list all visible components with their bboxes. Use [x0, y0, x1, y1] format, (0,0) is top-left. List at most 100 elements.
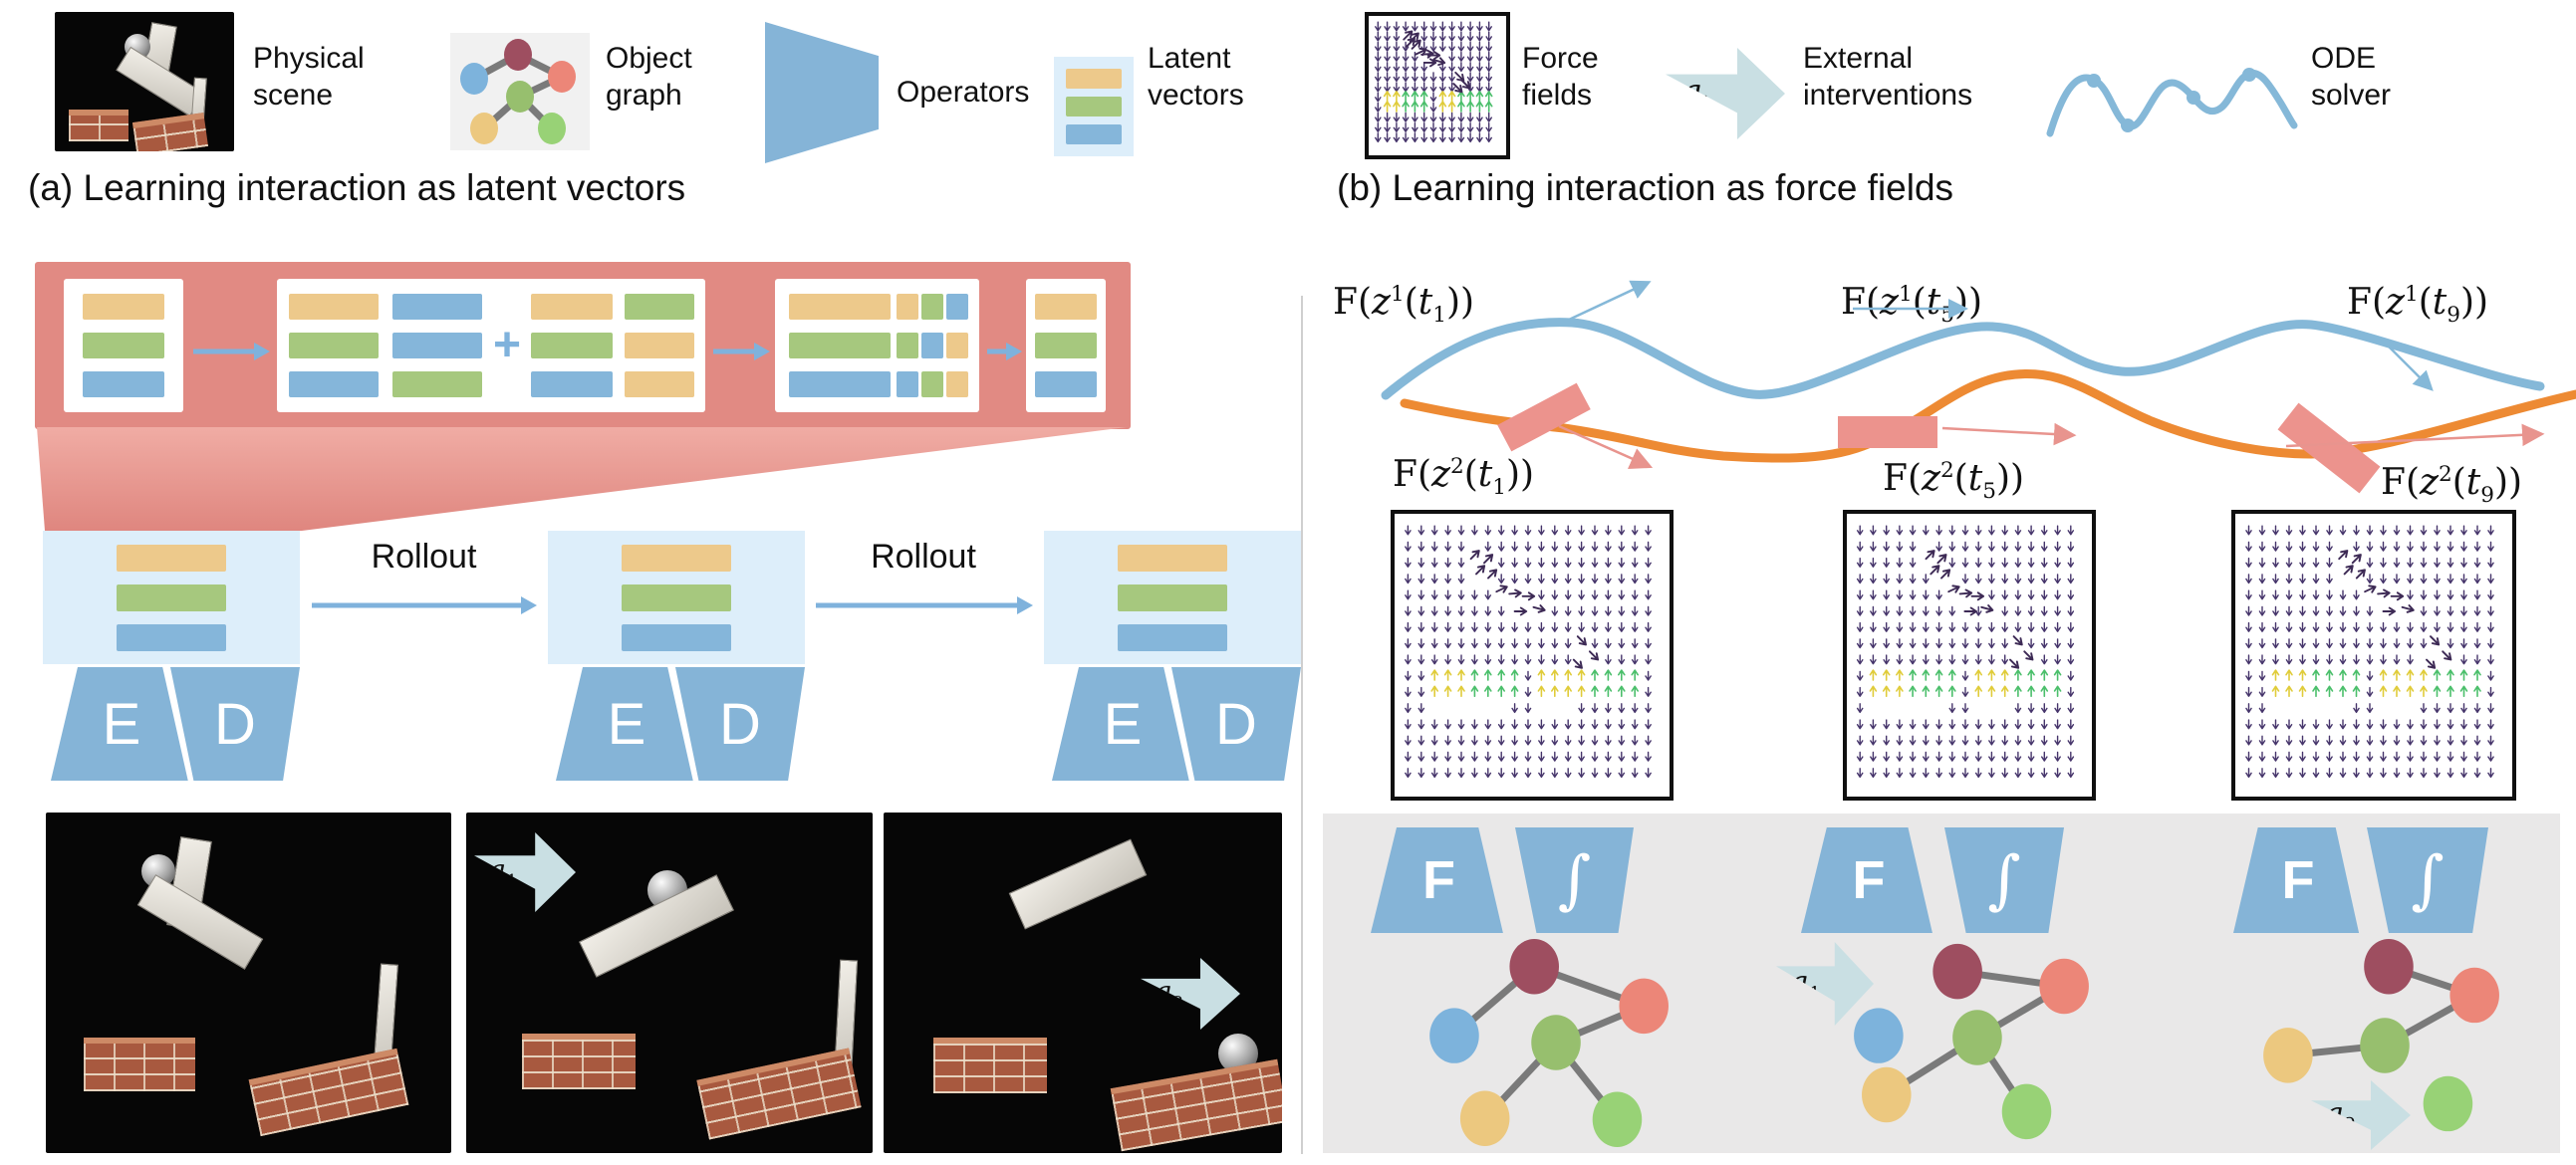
- latent-cell-orange: [946, 333, 968, 358]
- legend-force-fields-label: Force fields: [1522, 42, 1599, 112]
- force-arrow-z2-t5: [1941, 422, 2077, 446]
- integral-symbol: ∫: [1987, 843, 2021, 917]
- encoder-label: E: [1103, 691, 1143, 757]
- arrow-right-icon: [191, 340, 271, 363]
- legend-force-fields-thumbnail: [1365, 12, 1510, 159]
- brick-block: [248, 1048, 409, 1137]
- force-label-z1-t1: F(z1(t1)): [1333, 282, 1475, 329]
- latent-bar-blue: [1118, 623, 1227, 651]
- brick-block: [1110, 1058, 1282, 1152]
- latent-cell-orange: [946, 371, 968, 397]
- latent-bar-orange: [531, 294, 614, 320]
- latent-bar-blue: [83, 371, 164, 397]
- intervention-symbol: ai: [1681, 72, 1709, 116]
- force-label-z2-t1: F(z2(t1)): [1393, 454, 1535, 501]
- latent-card-2: +: [277, 279, 705, 412]
- a1-symbol: a1: [488, 852, 518, 892]
- force-operator-label: F: [1852, 850, 1886, 910]
- legend-object-graph-thumbnail: [450, 33, 590, 150]
- decoder-trapezoid: D: [170, 667, 300, 781]
- object-block-t5: [1838, 416, 1937, 448]
- latent-bar-blue: [1066, 124, 1122, 144]
- latent-cell-blue: [897, 371, 918, 397]
- latent-cell-blue: [921, 333, 943, 358]
- latent-cell-green: [921, 294, 943, 320]
- legend-latent-vectors-label: Latent vectors: [1148, 42, 1244, 112]
- trajectory-z2: [1400, 368, 2576, 463]
- scene-photo-1: [46, 813, 451, 1153]
- decoder-trapezoid: D: [1171, 667, 1301, 781]
- object-graph-t5: [1854, 943, 2089, 1140]
- integral-symbol: ∫: [2411, 843, 2445, 917]
- latent-bar-blue: [789, 371, 891, 397]
- latent-bar-orange: [83, 294, 164, 320]
- operator-trapezoid-icon: [765, 22, 879, 163]
- latent-bar-orange: [1035, 294, 1097, 320]
- latent-bar-orange: [625, 371, 695, 397]
- rollout-arrow-icon: [814, 593, 1034, 617]
- intervention-a1-arrow: a1: [474, 832, 576, 912]
- latent-cell-orange: [897, 294, 918, 320]
- arrow-right-icon: [711, 340, 771, 363]
- force-field-t9: [2231, 510, 2516, 801]
- latent-bar-blue: [1035, 371, 1097, 397]
- latent-bar-green: [83, 333, 164, 358]
- legend-ode-solver-label: ODE solver: [2311, 42, 2392, 112]
- brick-block: [69, 110, 129, 141]
- decoder-trapezoid: D: [675, 667, 805, 781]
- latent-bar-green: [625, 294, 695, 320]
- scene-photo-2: a1: [466, 813, 873, 1153]
- object-block-t9: [2277, 402, 2381, 494]
- brick-block: [84, 1038, 195, 1091]
- latent-state-box-2: [548, 531, 805, 664]
- latent-state-box-3: [1044, 531, 1301, 664]
- latent-cell-green: [921, 371, 943, 397]
- latent-bar-blue: [622, 623, 731, 651]
- external-intervention-arrow-icon: ai: [1666, 48, 1785, 139]
- object-graph-t9: [2263, 938, 2499, 1132]
- force-arrow-z1-t9: [2380, 338, 2434, 391]
- object-graph-t1: [1429, 938, 1669, 1148]
- intervention-a2-arrow: a2: [1141, 958, 1240, 1030]
- integrator-trapezoid: ∫: [1944, 827, 2064, 933]
- latent-bar-green: [1035, 333, 1097, 358]
- a2-symbol: a2: [1155, 974, 1184, 1014]
- legend-object-graph-label: Object graph: [606, 42, 692, 112]
- latent-bar-orange: [625, 333, 695, 358]
- brick-block: [696, 1048, 862, 1140]
- decoder-label: D: [214, 691, 256, 757]
- trajectories-plot: [1381, 280, 2576, 494]
- force-label-z2-t9: F(z2(t9)): [2381, 462, 2523, 509]
- encoder-trapezoid: E: [51, 667, 188, 781]
- force-field-t1: [1391, 510, 1674, 801]
- rollout-label: Rollout: [871, 538, 976, 576]
- latent-bar-green: [789, 333, 891, 358]
- latent-bar-green: [1066, 97, 1122, 116]
- integrator-trapezoid: ∫: [2367, 827, 2488, 933]
- latent-bar-blue: [391, 294, 482, 320]
- brick-block: [933, 1038, 1047, 1093]
- latent-bar-blue: [531, 371, 614, 397]
- rollout-label: Rollout: [371, 538, 477, 576]
- latent-card-3: [775, 279, 979, 412]
- force-operator-label: F: [2281, 850, 2315, 910]
- latent-cell-blue: [946, 294, 968, 320]
- force-operator-trapezoid: F: [1801, 827, 1932, 933]
- latent-card-1: [64, 279, 183, 412]
- decoder-label: D: [1215, 691, 1257, 757]
- latent-bar-blue: [391, 333, 482, 358]
- force-arrow-z1-t1: [1568, 280, 1652, 322]
- force-operator-label: F: [1422, 850, 1455, 910]
- arrow-right-icon: [985, 340, 1023, 363]
- object-graph-icon: [460, 39, 576, 144]
- force-label-z1-t9: F(z1(t9)): [2347, 282, 2489, 329]
- force-field-t5: [1843, 510, 2096, 801]
- brick-block: [131, 113, 209, 151]
- force-field-icon: [1375, 21, 1493, 143]
- latent-bar-blue: [288, 371, 379, 397]
- legend-physical-scene-label: Physical scene: [253, 42, 365, 112]
- latent-card-4: [1026, 279, 1106, 412]
- latent-bar-green: [117, 583, 226, 611]
- latent-bar-orange: [622, 544, 731, 572]
